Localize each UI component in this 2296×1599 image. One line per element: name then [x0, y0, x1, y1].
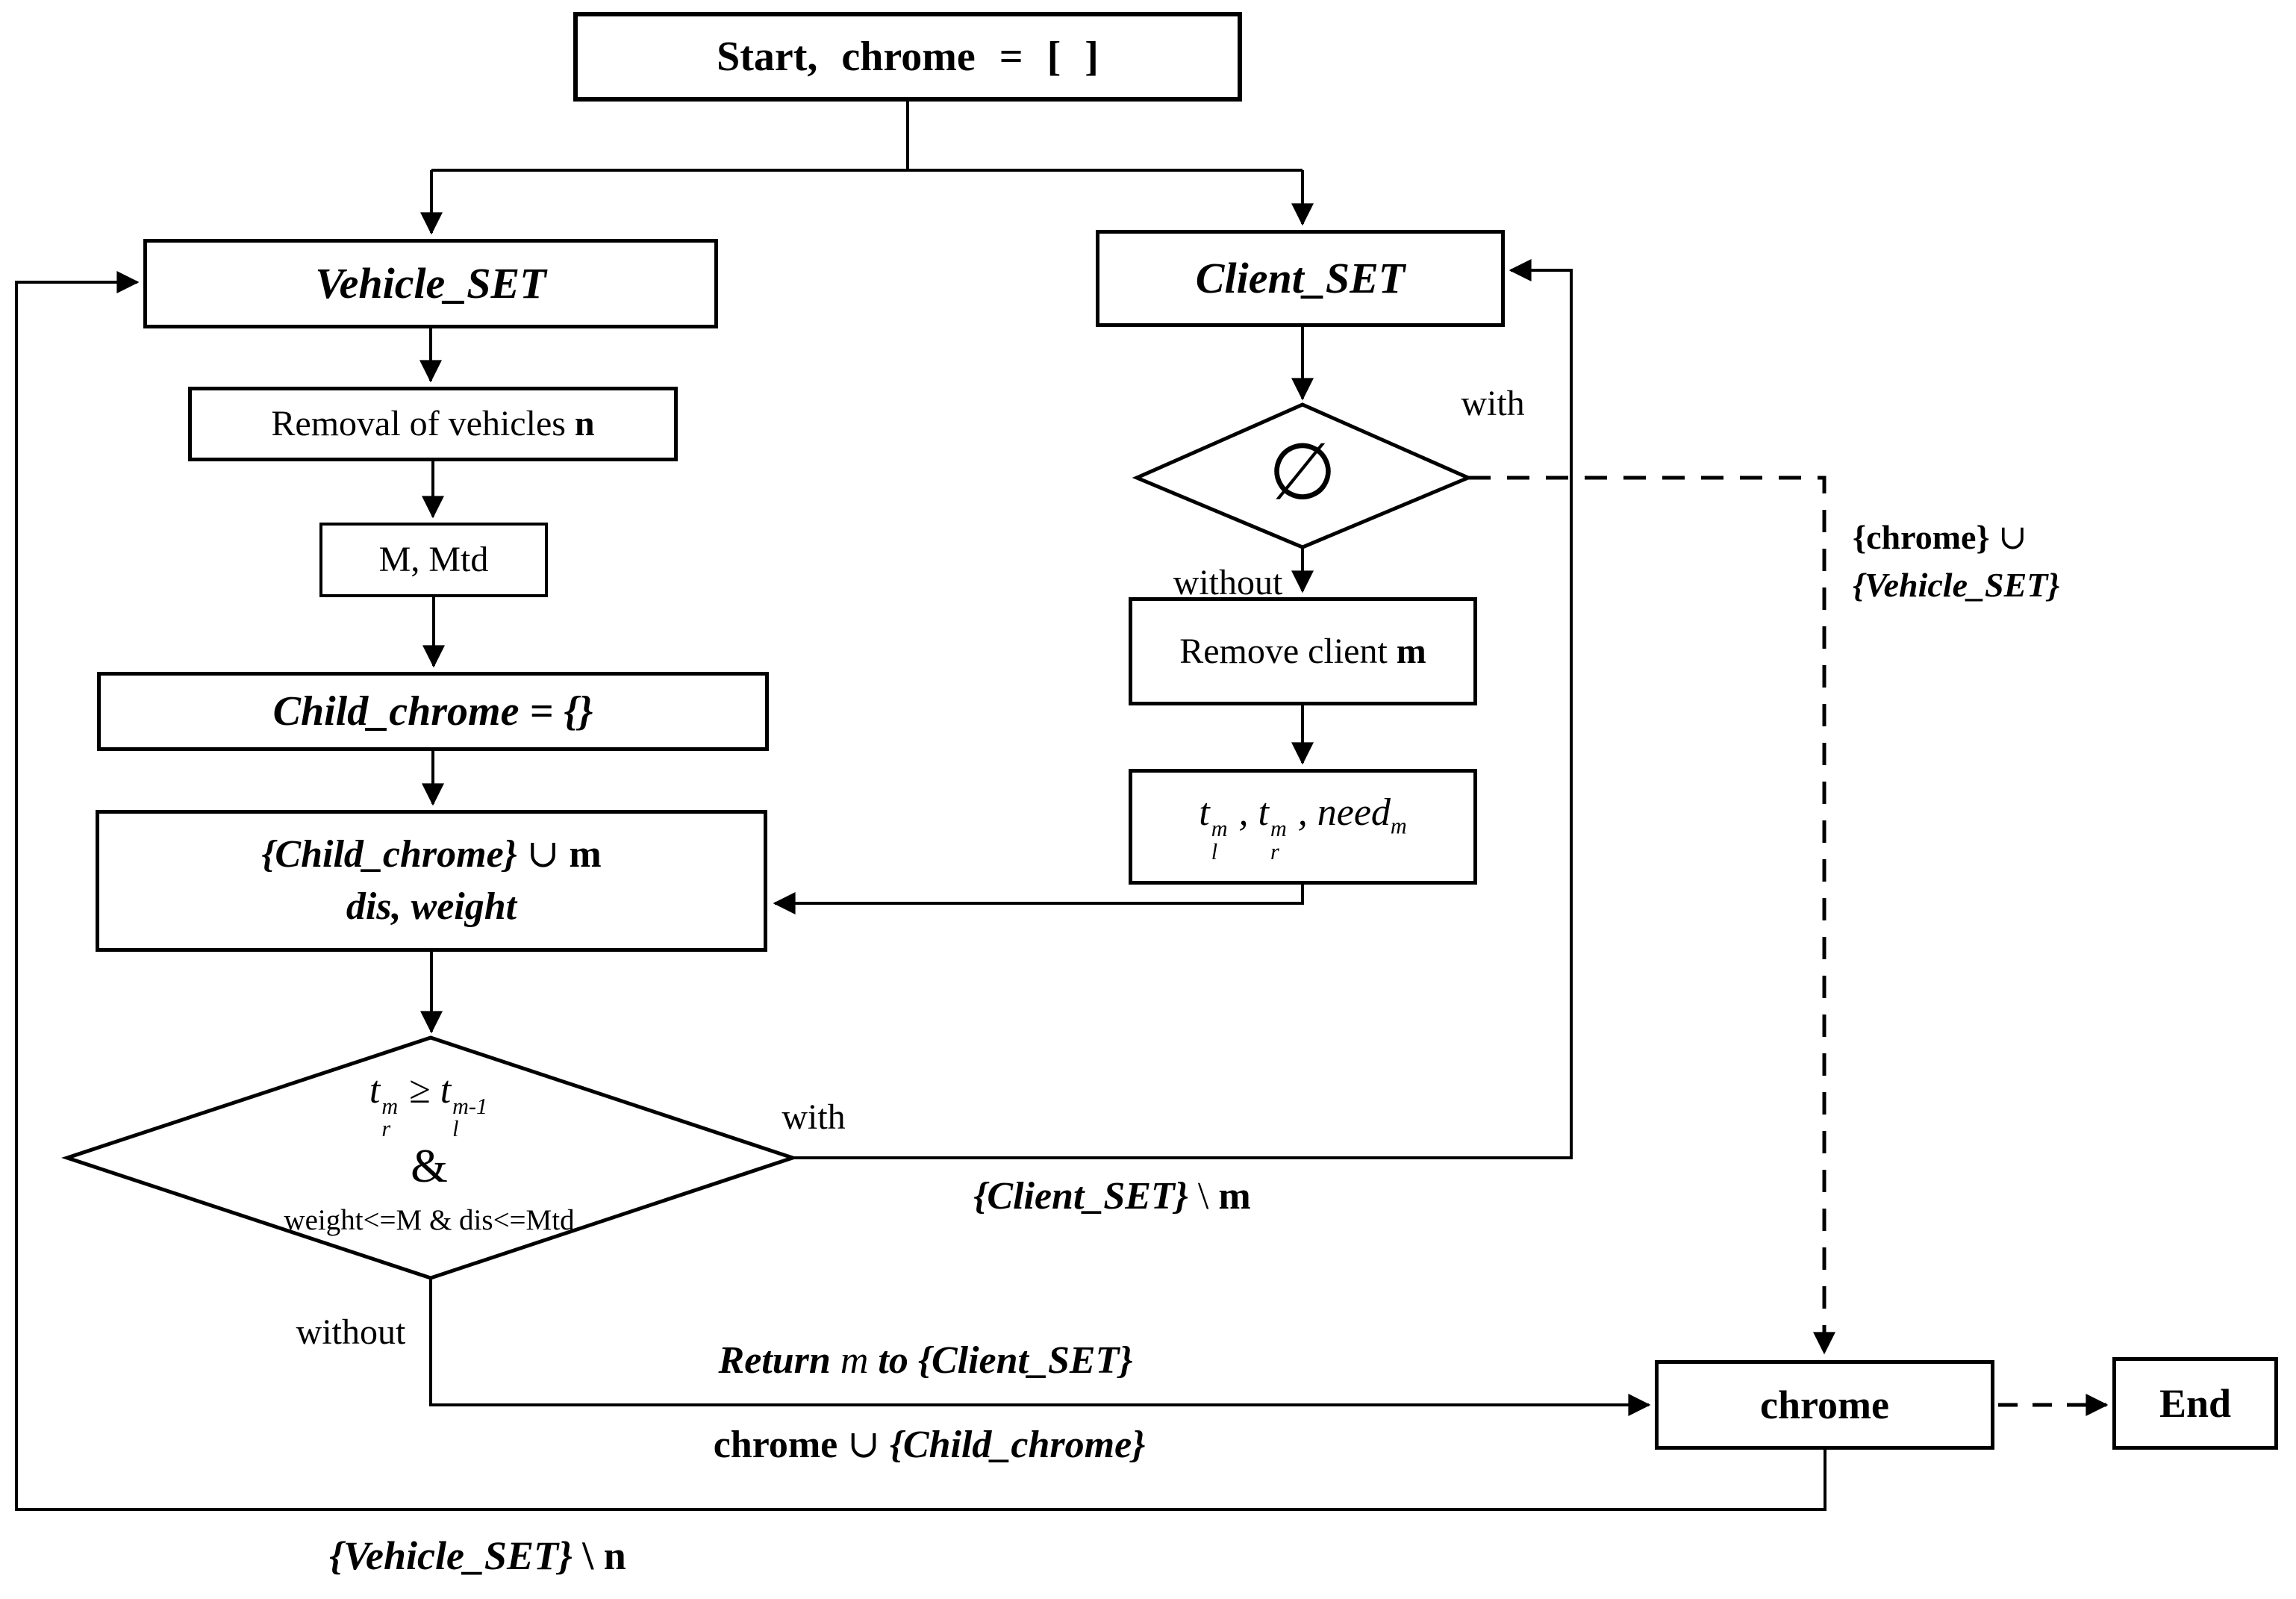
vehicle-minus-n-label: {Vehicle_SET} \ n: [329, 1533, 626, 1578]
chrome-vehicle-union-label: {chrome} ∪ {Vehicle_SET}: [1853, 518, 2060, 605]
remove-client-node: Remove client m: [1129, 597, 1477, 705]
client-minus-m-label: {Client_SET} \ m: [973, 1175, 1251, 1218]
client-set-label: Client_SET: [1195, 253, 1406, 302]
remove-client-label: Remove client m: [1179, 631, 1426, 671]
chrome-node: chrome: [1655, 1360, 1994, 1450]
empty-check-diamond-shape: [1132, 402, 1473, 549]
union-node: {Child_chrome} ∪ m dis, weight: [96, 810, 767, 952]
edge-decision-without-path: [429, 1278, 1651, 1416]
child-chrome-node: Child_chrome = {}: [97, 672, 769, 751]
start-label: Start, chrome = [ ]: [717, 33, 1099, 80]
edge-chrome-vehicle-loop: [15, 271, 1826, 1511]
decision-condition-line2: weight<=M & dis<=Mtd: [284, 1204, 575, 1236]
decision-ampersand: &: [411, 1139, 448, 1192]
m-mtd-label: M, Mtd: [378, 540, 489, 580]
chrome-label: chrome: [1760, 1382, 1889, 1427]
decision-diamond-shape: [61, 1035, 799, 1280]
child-chrome-label: Child_chrome = {}: [272, 688, 593, 735]
empty-check-symbol: ∅: [1268, 428, 1337, 516]
vehicle-set-node: Vehicle_SET: [143, 239, 718, 328]
return-m-label: Return m to {Client_SET}: [718, 1339, 1133, 1382]
edge-tneed-to-union: [773, 885, 1304, 914]
empty-with-label: with: [1461, 384, 1525, 423]
removal-node: Removal of vehicles n: [188, 387, 678, 461]
edge-decision-with-loop: [793, 259, 1573, 1159]
edge-empty-with-dashed: [1468, 476, 1835, 1355]
m-mtd-node: M, Mtd: [319, 523, 548, 597]
decision-without-label: without: [296, 1312, 406, 1352]
end-node: End: [2112, 1357, 2278, 1450]
union-line1: {Child_chrome} ∪ m: [261, 833, 602, 876]
removal-label: Removal of vehicles n: [271, 404, 595, 444]
chrome-union-label: chrome ∪ {Child_chrome}: [713, 1424, 1146, 1466]
empty-without-label: without: [1173, 563, 1283, 602]
vehicle-set-label: Vehicle_SET: [315, 258, 546, 308]
start-node: Start, chrome = [ ]: [573, 12, 1242, 102]
client-set-node: Client_SET: [1096, 230, 1505, 327]
union-line2: dis, weight: [346, 885, 517, 928]
end-label: End: [2159, 1380, 2232, 1426]
decision-with-label: with: [782, 1097, 846, 1137]
